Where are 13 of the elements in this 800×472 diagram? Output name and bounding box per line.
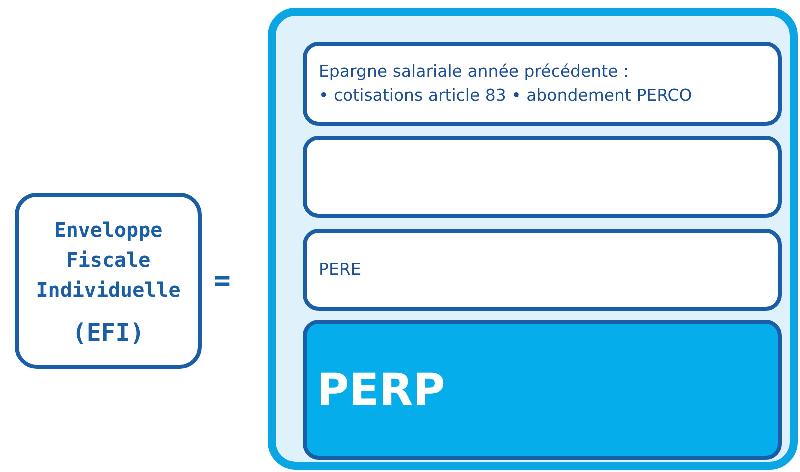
term-box <box>15 193 202 369</box>
item-label: PERP <box>317 364 446 416</box>
list-box <box>303 136 782 218</box>
equals-sign: = <box>214 264 231 297</box>
item-label: • cotisations article 83 • abondement PERCO <box>319 85 694 107</box>
item-label: Epargne salariale année précédente : <box>319 61 630 83</box>
highlight-box <box>303 320 782 460</box>
term-label: Enveloppe Fiscale Individuelle <box>35 217 182 304</box>
abbreviation-label: (EFI) <box>72 319 145 347</box>
list-box <box>303 229 782 311</box>
item-label: PERE <box>319 259 362 281</box>
panel-background <box>268 8 798 470</box>
list-box <box>303 42 782 126</box>
